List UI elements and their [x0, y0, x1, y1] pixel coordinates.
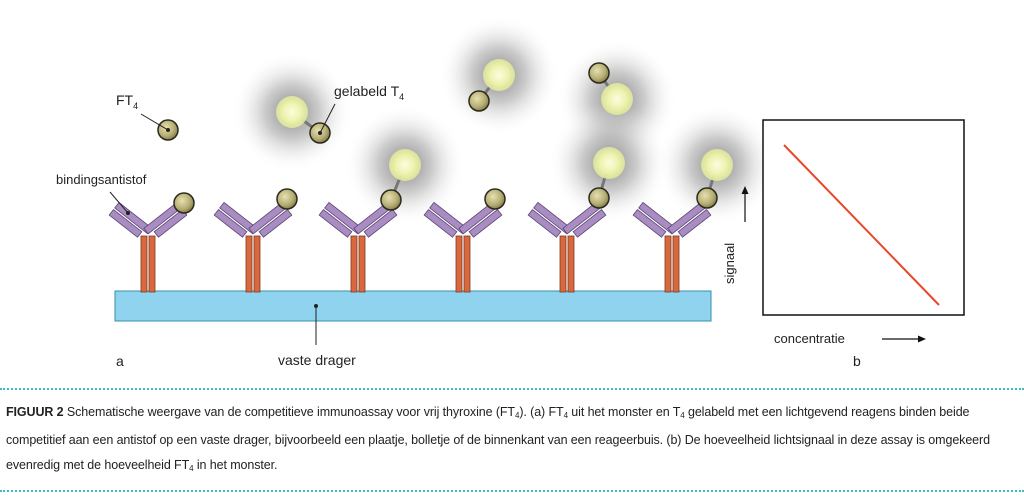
- antibody: [527, 201, 607, 293]
- bound-ft4-molecule: [276, 188, 298, 210]
- antibody-stem: [245, 235, 253, 293]
- labeled-t4-label: gelabeld T4: [334, 83, 405, 102]
- carrier-label: vaste drager: [278, 352, 356, 368]
- panel-a-label: a: [116, 353, 124, 369]
- panel-b-label: b: [853, 353, 861, 369]
- caption-figure-label: FIGUUR 2: [6, 405, 64, 419]
- antibody-stem: [140, 235, 148, 293]
- antibody: [108, 201, 188, 293]
- light-label: [276, 96, 308, 128]
- antibody-leader-dot: [126, 211, 130, 215]
- graph-line: [783, 144, 940, 306]
- antibody: [213, 201, 293, 293]
- ft4-leader-dot: [166, 128, 170, 132]
- graph-frame: [762, 119, 965, 316]
- antibody-arm: [423, 208, 458, 238]
- y-axis-arrowhead: [741, 186, 749, 194]
- light-label: [593, 147, 625, 179]
- light-label: [601, 83, 633, 115]
- ft4-leader: [140, 113, 169, 131]
- antibody-arm: [258, 208, 293, 238]
- bound-labeled-t4: [380, 189, 402, 211]
- assay-diagram: [108, 15, 965, 345]
- antibody-stem: [358, 235, 366, 293]
- antibody-arm: [468, 208, 503, 238]
- light-label: [389, 149, 421, 181]
- antibody: [632, 201, 712, 293]
- antibody-arm: [108, 208, 143, 238]
- caption-divider-top: [0, 388, 1024, 390]
- antibody-stem: [350, 235, 358, 293]
- labeled-t4-leader-dot: [318, 131, 322, 135]
- antibody-arm: [527, 208, 562, 238]
- antibody-label: bindingsantistof: [56, 172, 147, 187]
- free-labeled-t4: [468, 90, 490, 112]
- antibody-stem: [664, 235, 672, 293]
- molecule-group: [157, 59, 733, 214]
- antibody-stem: [567, 235, 575, 293]
- y-axis-label: signaal: [722, 242, 737, 284]
- caption-divider-bottom: [0, 490, 1024, 492]
- light-label: [701, 149, 733, 181]
- antibody-arm: [632, 208, 667, 238]
- antibody-stem: [455, 235, 463, 293]
- labeled-t4-leader: [319, 103, 336, 134]
- bound-labeled-t4: [696, 187, 718, 209]
- bound-ft4-molecule: [484, 188, 506, 210]
- carrier-leader-dot: [314, 304, 318, 308]
- antibody-stem: [148, 235, 156, 293]
- x-axis-label: concentratie: [774, 331, 845, 346]
- bound-labeled-t4: [588, 187, 610, 209]
- ft4-label: FT4: [116, 92, 139, 111]
- antibody-arm: [572, 208, 607, 238]
- x-axis-arrowhead: [918, 335, 926, 343]
- figure-caption: FIGUUR 2 Schematische weergave van de co…: [6, 405, 990, 473]
- antibody-arm: [318, 208, 353, 238]
- antibody: [423, 201, 503, 293]
- antibody: [318, 201, 398, 293]
- light-label: [483, 59, 515, 91]
- bound-ft4-molecule: [173, 192, 195, 214]
- antibody-arm: [363, 208, 398, 238]
- antibody-leader: [109, 191, 129, 214]
- light-halos: [232, 15, 777, 225]
- antibody-arm: [677, 208, 712, 238]
- antibody-stem: [559, 235, 567, 293]
- antibody-stem: [253, 235, 261, 293]
- antibody-group: [108, 201, 712, 293]
- antibody-arm: [213, 208, 248, 238]
- free-labeled-t4: [588, 62, 610, 84]
- antibody-stem: [672, 235, 680, 293]
- solid-carrier: [114, 290, 712, 322]
- antibody-stem: [463, 235, 471, 293]
